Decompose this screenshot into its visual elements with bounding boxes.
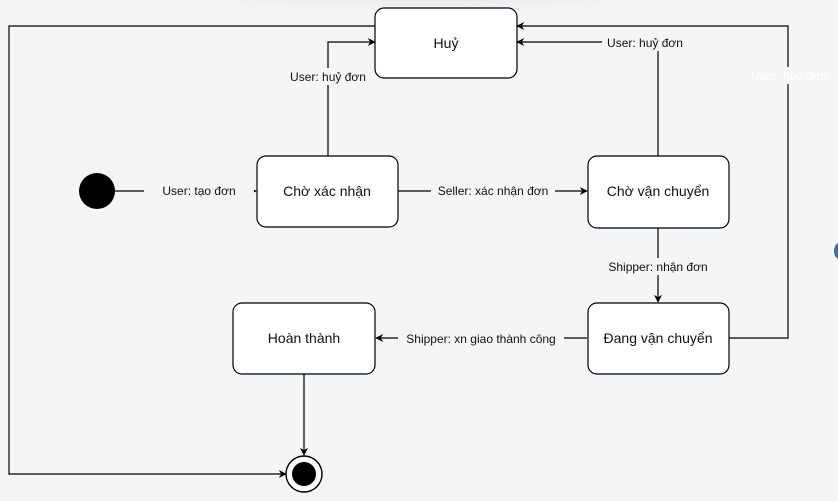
state-awaiting-shipment-label: Chờ vận chuyển — [607, 183, 710, 199]
edge-label-create-order: User: tạo đơn — [162, 184, 235, 198]
edge-label-shipper-pickup-bg — [604, 258, 712, 275]
edge-cancel-from-awaiting — [516, 38, 659, 156]
edge-cancel-to-final — [8, 25, 375, 478]
state-completed: Hoàn thành — [232, 302, 376, 375]
initial-state — [79, 173, 115, 209]
edge-label-shipper-delivered: Shipper: xn giao thành công — [406, 332, 555, 346]
edge-label-create-order-bg — [144, 182, 254, 199]
state-cancel-label: Huỷ — [434, 35, 459, 51]
state-pending-confirmation: Chờ xác nhận — [256, 155, 399, 228]
state-cancel: Huỷ — [374, 7, 518, 79]
edge-label-cancel-from-shipping: User: huỷ đơn — [751, 69, 827, 83]
top-shadow-decoration — [230, 0, 610, 4]
edge-label-cancel-from-pending: User: huỷ đơn — [290, 70, 366, 84]
edge-label-cancel-awaiting-bg — [602, 34, 688, 51]
edge-label-shipper-pickup: Shipper: nhận đơn — [608, 260, 707, 274]
state-completed-label: Hoàn thành — [268, 330, 340, 346]
edge-label-seller-confirm: Seller: xác nhận đơn — [438, 184, 549, 198]
state-shipping-label: Đang vận chuyển — [604, 330, 713, 346]
edge-label-cancel-from-awaiting: User: huỷ đơn — [607, 36, 683, 50]
edge-label-cancel-shipping-bg — [746, 67, 832, 84]
state-awaiting-shipment: Chờ vận chuyển — [587, 155, 730, 229]
edge-accent-dot — [834, 243, 838, 259]
edge-label-seller-confirm-bg — [431, 182, 555, 199]
state-shipping: Đang vận chuyển — [587, 302, 730, 375]
edge-label-shipper-delivered-bg — [398, 330, 564, 347]
edge-cancel-from-shipping — [516, 22, 789, 339]
state-pending-confirmation-label: Chờ xác nhận — [283, 183, 371, 199]
final-state — [285, 455, 323, 493]
edge-label-cancel-pending-bg — [285, 68, 371, 85]
edge-cancel-from-pending — [327, 38, 376, 156]
